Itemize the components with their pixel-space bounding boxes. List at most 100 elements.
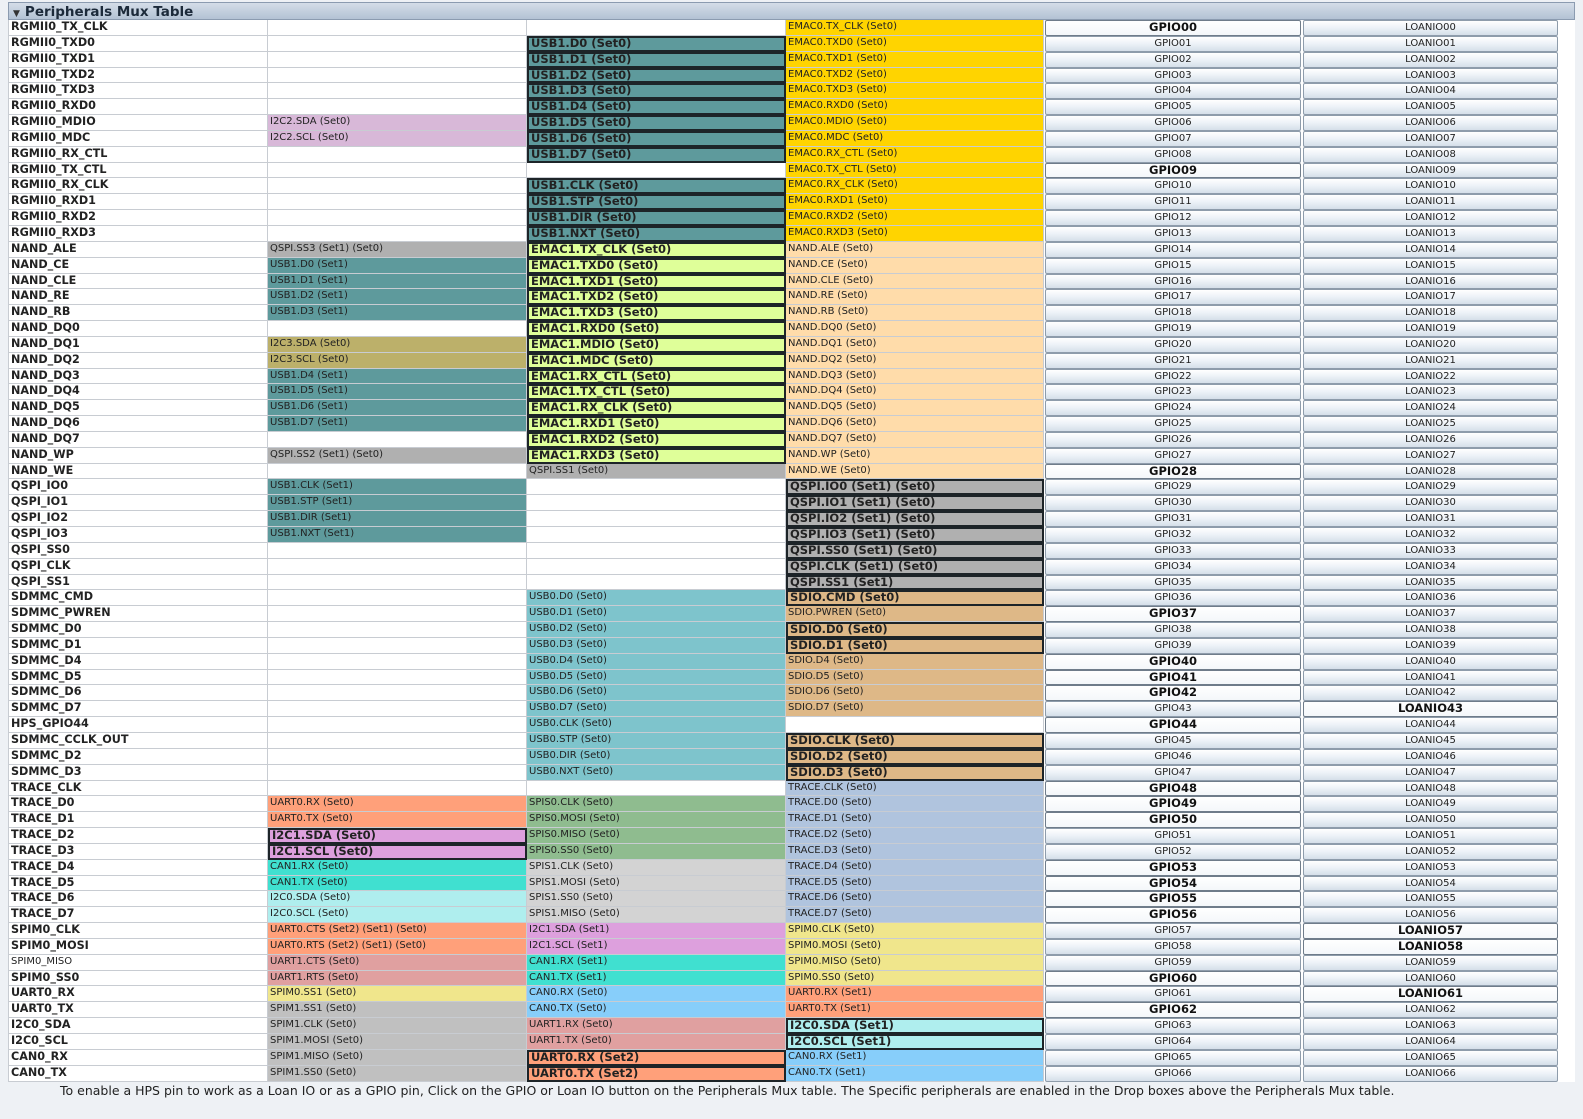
peripheral-cell[interactable]: I2C0.SCL (Set0) <box>268 907 527 924</box>
peripheral-cell[interactable]: CAN0.TX (Set1) <box>786 1065 1044 1082</box>
loanio-button[interactable]: LOANIO31 <box>1303 511 1558 527</box>
peripheral-cell[interactable]: SPIM1.MOSI (Set0) <box>268 1034 527 1050</box>
collapse-triangle-icon[interactable]: ▼ <box>13 9 20 19</box>
peripheral-cell[interactable]: SPIS0.MISO (Set0) <box>527 828 786 844</box>
peripheral-cell[interactable]: UART0.TX (Set0) <box>268 812 527 829</box>
peripheral-cell[interactable]: I2C3.SDA (Set0) <box>268 336 527 353</box>
peripheral-cell[interactable]: USB1.D3 (Set0) <box>527 83 786 100</box>
loanio-button[interactable]: LOANIO48 <box>1303 780 1558 797</box>
peripheral-cell[interactable]: EMAC1.TXD3 (Set0) <box>527 305 786 322</box>
gpio-button[interactable]: GPIO21 <box>1045 352 1301 369</box>
peripheral-cell[interactable]: SDIO.D1 (Set0) <box>786 637 1044 654</box>
loanio-button[interactable]: LOANIO51 <box>1303 828 1558 844</box>
gpio-button[interactable]: GPIO62 <box>1045 1002 1301 1019</box>
peripheral-cell[interactable]: TRACE.D2 (Set0) <box>786 828 1044 844</box>
gpio-button[interactable]: GPIO15 <box>1045 257 1301 274</box>
peripheral-cell[interactable]: SPIM0.CLK (Set0) <box>786 923 1044 939</box>
peripheral-cell[interactable]: UART0.RX (Set0) <box>268 796 527 813</box>
gpio-button[interactable]: GPIO43 <box>1045 701 1301 718</box>
loanio-button[interactable]: LOANIO21 <box>1303 352 1558 369</box>
peripheral-cell[interactable]: USB0.NXT (Set0) <box>527 764 786 781</box>
gpio-button[interactable]: GPIO38 <box>1045 622 1301 638</box>
loanio-button[interactable]: LOANIO13 <box>1303 225 1558 242</box>
loanio-button[interactable]: LOANIO54 <box>1303 875 1558 892</box>
peripheral-cell[interactable]: USB1.D2 (Set1) <box>268 289 527 306</box>
peripheral-cell[interactable]: CAN0.RX (Set0) <box>527 986 786 1003</box>
gpio-button[interactable]: GPIO13 <box>1045 225 1301 242</box>
peripheral-cell[interactable]: NAND.DQ2 (Set0) <box>786 352 1044 369</box>
gpio-button[interactable]: GPIO00 <box>1045 20 1301 36</box>
loanio-button[interactable]: LOANIO19 <box>1303 321 1558 337</box>
loanio-button[interactable]: LOANIO66 <box>1303 1065 1558 1082</box>
gpio-button[interactable]: GPIO14 <box>1045 241 1301 258</box>
loanio-button[interactable]: LOANIO11 <box>1303 194 1558 211</box>
peripheral-cell[interactable]: EMAC1.RX_CLK (Set0) <box>527 400 786 417</box>
gpio-button[interactable]: GPIO34 <box>1045 558 1301 575</box>
peripheral-cell[interactable]: SPIM0.SS1 (Set0) <box>268 986 527 1003</box>
gpio-button[interactable]: GPIO35 <box>1045 574 1301 591</box>
peripheral-cell[interactable]: I2C2.SCL (Set0) <box>268 130 527 147</box>
loanio-button[interactable]: LOANIO57 <box>1303 923 1558 939</box>
peripheral-cell[interactable]: SPIS0.MOSI (Set0) <box>527 812 786 829</box>
peripheral-cell[interactable]: SDIO.D7 (Set0) <box>786 701 1044 718</box>
gpio-button[interactable]: GPIO11 <box>1045 194 1301 211</box>
gpio-button[interactable]: GPIO50 <box>1045 812 1301 829</box>
peripheral-cell[interactable]: USB1.D4 (Set1) <box>268 368 527 385</box>
peripheral-cell[interactable]: SPIM0.MISO (Set0) <box>786 954 1044 971</box>
loanio-button[interactable]: LOANIO39 <box>1303 637 1558 654</box>
gpio-button[interactable]: GPIO26 <box>1045 431 1301 448</box>
peripheral-cell[interactable]: TRACE.D1 (Set0) <box>786 812 1044 829</box>
gpio-button[interactable]: GPIO33 <box>1045 542 1301 559</box>
peripheral-cell[interactable]: UART1.CTS (Set0) <box>268 954 527 971</box>
gpio-button[interactable]: GPIO42 <box>1045 685 1301 702</box>
peripheral-cell[interactable]: UART0.CTS (Set2) (Set1) (Set0) <box>268 923 527 939</box>
peripheral-cell[interactable]: QSPI.SS2 (Set1) (Set0) <box>268 447 527 464</box>
gpio-button[interactable]: GPIO23 <box>1045 384 1301 401</box>
peripheral-cell[interactable]: EMAC0.TXD2 (Set0) <box>786 67 1044 84</box>
peripheral-cell[interactable]: EMAC0.TXD3 (Set0) <box>786 83 1044 100</box>
gpio-button[interactable]: GPIO55 <box>1045 891 1301 908</box>
peripheral-cell[interactable]: SPIM1.SS1 (Set0) <box>268 1002 527 1019</box>
loanio-button[interactable]: LOANIO37 <box>1303 606 1558 623</box>
peripheral-cell[interactable]: NAND.DQ7 (Set0) <box>786 431 1044 448</box>
gpio-button[interactable]: GPIO48 <box>1045 780 1301 797</box>
gpio-button[interactable]: GPIO37 <box>1045 606 1301 623</box>
peripheral-cell[interactable]: TRACE.D6 (Set0) <box>786 891 1044 908</box>
peripheral-cell[interactable]: I2C3.SCL (Set0) <box>268 352 527 369</box>
gpio-button[interactable]: GPIO17 <box>1045 289 1301 306</box>
loanio-button[interactable]: LOANIO60 <box>1303 970 1558 987</box>
gpio-button[interactable]: GPIO04 <box>1045 83 1301 100</box>
peripheral-cell[interactable]: I2C0.SDA (Set0) <box>268 891 527 908</box>
peripheral-cell[interactable]: TRACE.D7 (Set0) <box>786 907 1044 924</box>
peripheral-cell[interactable]: CAN1.RX (Set0) <box>268 859 527 876</box>
peripheral-cell[interactable]: QSPI.IO3 (Set1) (Set0) <box>786 527 1044 543</box>
loanio-button[interactable]: LOANIO25 <box>1303 416 1558 432</box>
peripheral-cell[interactable]: USB0.D0 (Set0) <box>527 590 786 607</box>
peripheral-cell[interactable]: USB0.DIR (Set0) <box>527 748 786 765</box>
peripheral-cell[interactable]: USB1.D7 (Set0) <box>527 146 786 163</box>
gpio-button[interactable]: GPIO44 <box>1045 717 1301 733</box>
peripheral-cell[interactable]: SPIS1.CLK (Set0) <box>527 859 786 876</box>
loanio-button[interactable]: LOANIO24 <box>1303 400 1558 417</box>
gpio-button[interactable]: GPIO19 <box>1045 321 1301 337</box>
gpio-button[interactable]: GPIO60 <box>1045 970 1301 987</box>
peripheral-cell[interactable]: UART1.TX (Set0) <box>527 1034 786 1050</box>
gpio-button[interactable]: GPIO09 <box>1045 162 1301 179</box>
peripheral-cell[interactable]: UART1.RTS (Set0) <box>268 970 527 987</box>
loanio-button[interactable]: LOANIO64 <box>1303 1034 1558 1050</box>
peripheral-cell[interactable]: NAND.ALE (Set0) <box>786 241 1044 258</box>
peripheral-cell[interactable]: USB1.STP (Set1) <box>268 495 527 512</box>
peripheral-cell[interactable]: USB1.D4 (Set0) <box>527 99 786 116</box>
gpio-button[interactable]: GPIO40 <box>1045 653 1301 670</box>
loanio-button[interactable]: LOANIO53 <box>1303 859 1558 876</box>
loanio-button[interactable]: LOANIO56 <box>1303 907 1558 924</box>
loanio-button[interactable]: LOANIO27 <box>1303 447 1558 464</box>
peripheral-cell[interactable]: I2C1.SDA (Set1) <box>527 923 786 939</box>
peripheral-cell[interactable]: USB0.D5 (Set0) <box>527 669 786 686</box>
peripheral-cell[interactable]: NAND.WE (Set0) <box>786 463 1044 480</box>
peripheral-cell[interactable]: USB1.DIR (Set0) <box>527 210 786 226</box>
loanio-button[interactable]: LOANIO36 <box>1303 590 1558 607</box>
peripheral-cell[interactable]: QSPI.SS0 (Set1) (Set0) <box>786 542 1044 559</box>
gpio-button[interactable]: GPIO05 <box>1045 99 1301 116</box>
peripheral-cell[interactable]: USB1.D1 (Set0) <box>527 51 786 68</box>
